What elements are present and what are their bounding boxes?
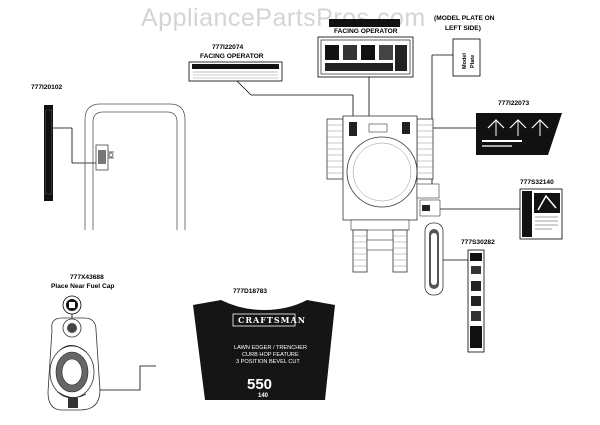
caption-place-near-fuel-cap: Place Near Fuel Cap — [51, 283, 114, 290]
hood-cc: 140 — [258, 393, 269, 399]
model-plate-label-1: Model — [462, 53, 468, 69]
part-777D18783[interactable]: 777D18783 CRAFTSMAN LAWN EDGER / TRENCHE… — [193, 288, 335, 400]
caption-facing-operator-top: FACING OPERATOR — [334, 28, 398, 35]
hood-engine-number: 550 — [247, 376, 272, 393]
hood-line-3: 3 POSITION BEVEL CUT — [236, 359, 300, 365]
part-777X43688[interactable]: 777X43688 Place Near Fuel Cap — [51, 274, 114, 322]
machine-drawing — [326, 115, 444, 296]
part-number-777I22073: 777I22073 — [498, 100, 530, 107]
hood-line-1: LAWN EDGER / TRENCHER — [234, 345, 307, 351]
hood-brand: CRAFTSMAN — [238, 315, 306, 325]
part-number-777S32140: 777S32140 — [520, 179, 554, 186]
model-plate-label-2: Plate — [470, 55, 476, 68]
part-number-777X43688: 777X43688 — [70, 274, 104, 281]
part-777I22074[interactable]: 777I22074 FACING OPERATOR — [188, 44, 354, 118]
watermark: AppliancePartsPros.com — [141, 4, 426, 32]
model-plate-box — [452, 38, 481, 77]
part-number-777D18783: 777D18783 — [233, 288, 267, 295]
part-top-warning-decal[interactable]: FACING OPERATOR — [317, 19, 414, 130]
hood-line-2: CURB HOP FEATURE — [242, 352, 299, 358]
handle-decal — [44, 105, 53, 201]
caption-facing-operator-left: FACING OPERATOR — [200, 53, 264, 60]
part-777S30282[interactable]: 777S30282 — [443, 239, 495, 353]
leader-line — [236, 80, 252, 96]
part-number-777I22074: 777I22074 — [212, 44, 244, 51]
model-plate[interactable]: Model Plate — [431, 38, 481, 184]
control-decal — [476, 113, 562, 155]
decal-header-bar — [329, 19, 400, 27]
part-777I22073[interactable]: 777I22073 — [414, 100, 562, 155]
model-plate-note-line1: (MODEL PLATE ON — [434, 15, 495, 22]
part-number-777S30282: 777S30282 — [461, 239, 495, 246]
model-plate-note: (MODEL PLATE ON LEFT SIDE) — [434, 15, 495, 32]
part-777S32140[interactable]: 777S32140 — [440, 179, 563, 240]
model-plate-note-line2: LEFT SIDE) — [445, 25, 481, 32]
hood-decal — [193, 300, 335, 400]
part-777I20102[interactable]: 777I20102 — [31, 84, 96, 201]
part-number-777I20102: 777I20102 — [31, 84, 63, 91]
handle-drawing — [84, 103, 186, 230]
engine-drawing — [47, 317, 156, 411]
